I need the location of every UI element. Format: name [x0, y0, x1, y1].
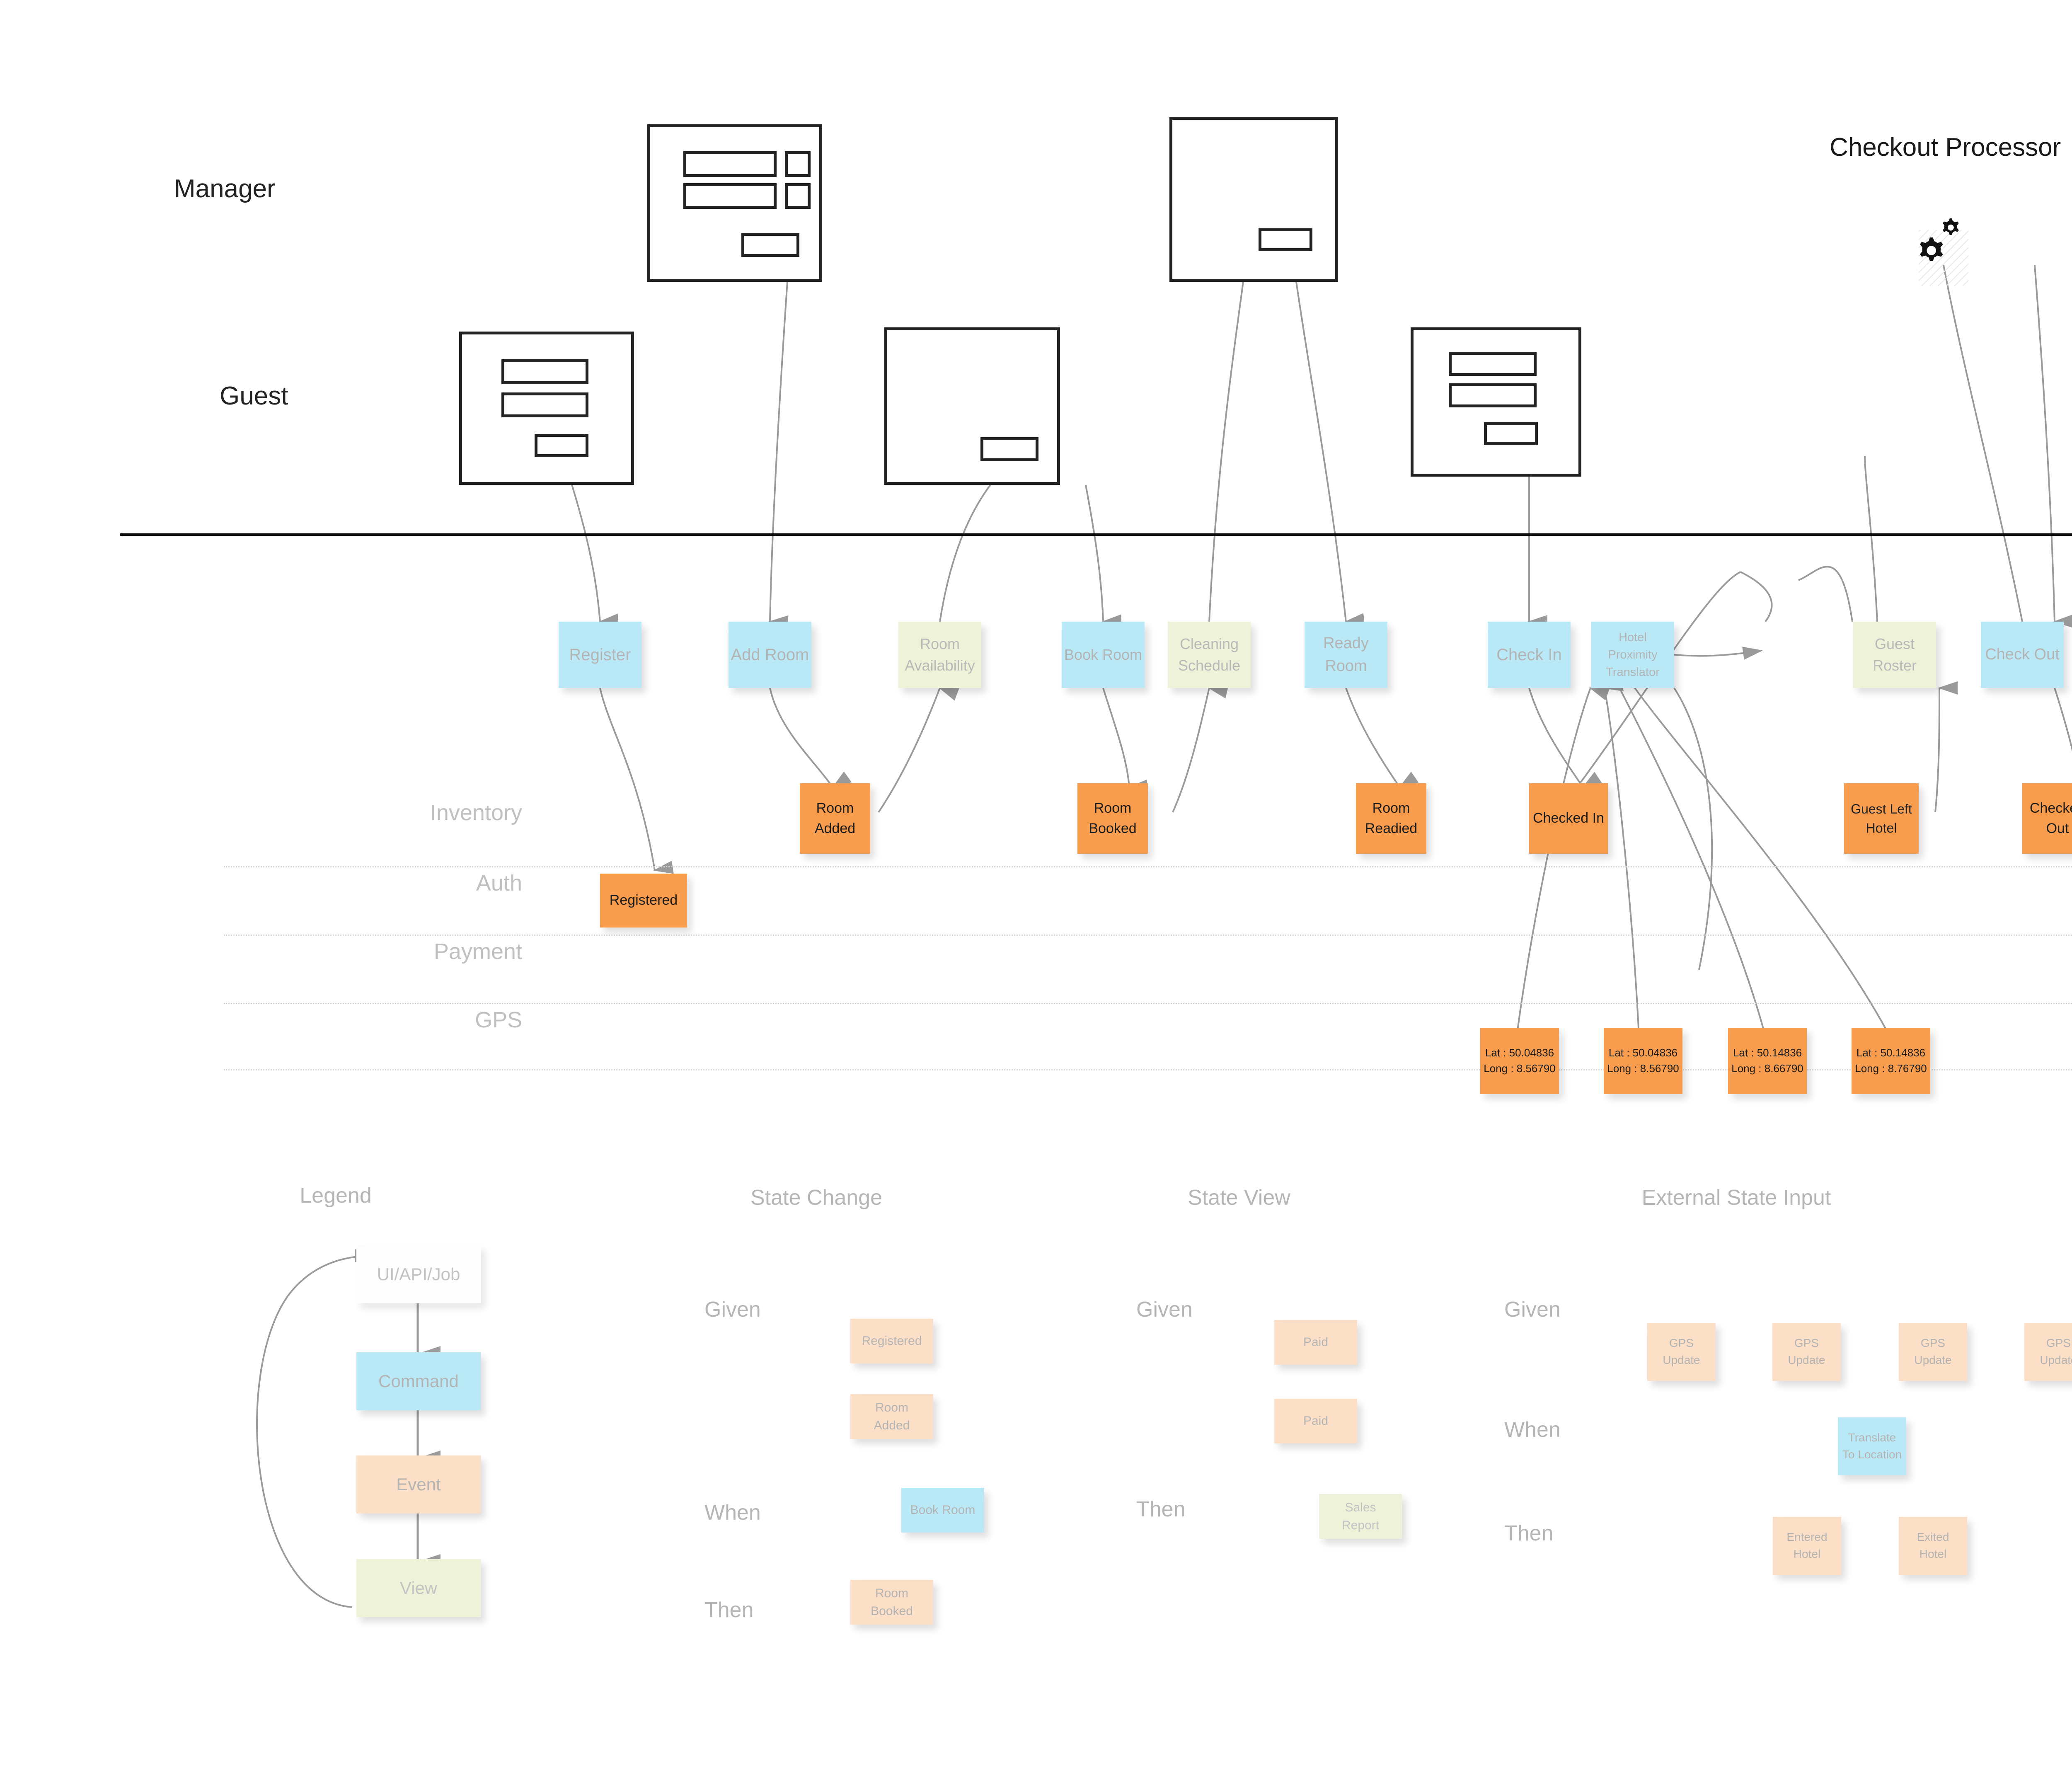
lane-label-gps: GPS: [474, 1007, 522, 1032]
wf-submit-button: [535, 434, 588, 457]
lane-divider-bottom: [224, 1069, 2072, 1070]
card-register[interactable]: Register: [559, 622, 641, 688]
gherkin-given-external-input: Given: [1504, 1298, 1561, 1322]
chip-paid-2[interactable]: Paid: [1274, 1399, 1357, 1443]
wf-input-field: [1449, 352, 1537, 376]
lane-divider-auth: [224, 866, 2072, 867]
legend-item-ui-api-job[interactable]: UI/API/Job: [356, 1245, 481, 1303]
checkout-processor-gears: [1919, 218, 1968, 286]
wf-submit-button: [741, 233, 799, 257]
wf-input-field: [683, 183, 777, 209]
section-title-external-state-input: External State Input: [1641, 1186, 1831, 1210]
chip-registered[interactable]: Registered: [850, 1319, 933, 1363]
lane-label-auth: Auth: [476, 871, 522, 896]
chip-paid-1[interactable]: Paid: [1274, 1320, 1357, 1365]
legend-item-event[interactable]: Event: [356, 1455, 481, 1513]
card-check-in[interactable]: Check In: [1488, 622, 1571, 688]
gherkin-given-state-change: Given: [704, 1298, 761, 1322]
wireframe-manager-cleaning-checklist-screen[interactable]: [1169, 117, 1338, 282]
gherkin-when-external-input: When: [1504, 1418, 1561, 1442]
wf-submit-button: [1259, 228, 1312, 251]
wf-submit-button: [980, 437, 1038, 461]
wf-small-field: [785, 151, 811, 177]
chip-book-room[interactable]: Book Room: [901, 1488, 984, 1533]
gherkin-then-state-change: Then: [704, 1598, 754, 1622]
event-checked-out[interactable]: CheckedOut: [2022, 783, 2072, 854]
legend-item-view[interactable]: View: [356, 1559, 481, 1617]
section-title-state-view: State View: [1188, 1186, 1290, 1210]
lane-divider-gps: [224, 1003, 2072, 1004]
gherkin-given-state-view: Given: [1136, 1298, 1193, 1322]
legend-loop-arrow: [256, 1249, 375, 1608]
wireframe-guest-calendar-screen[interactable]: [884, 327, 1060, 485]
gherkin-then-external-input: Then: [1504, 1521, 1554, 1545]
card-check-out[interactable]: Check Out: [1981, 622, 2064, 688]
wireframe-guest-register-screen[interactable]: [459, 332, 634, 485]
wireframe-manager-add-room-screen[interactable]: [647, 124, 822, 282]
legend-title: Legend: [300, 1184, 372, 1208]
actor-label-manager: Manager: [174, 174, 276, 203]
actor-label-guest: Guest: [220, 382, 288, 410]
lane-divider-payment: [224, 935, 2072, 936]
gherkin-then-state-view: Then: [1136, 1497, 1186, 1521]
card-add-room[interactable]: Add Room: [729, 622, 811, 688]
lane-label-inventory: Inventory: [430, 800, 522, 825]
legend-item-command[interactable]: Command: [356, 1352, 481, 1410]
wireframe-guest-checkin-screen[interactable]: [1411, 327, 1581, 477]
wf-small-field: [785, 183, 811, 209]
gherkin-when-state-change: When: [704, 1501, 761, 1525]
event-registered[interactable]: Registered: [600, 874, 687, 927]
card-book-room[interactable]: Book Room: [1062, 622, 1145, 688]
wf-input-field: [501, 392, 588, 417]
wf-input-field: [501, 359, 588, 384]
wf-input-field: [683, 151, 777, 177]
processor-label-checkout: Checkout Processor: [1830, 133, 2061, 162]
event-checked-in[interactable]: Checked In: [1529, 783, 1608, 854]
wf-input-field: [1449, 383, 1537, 407]
wf-submit-button: [1484, 422, 1538, 445]
section-title-state-change: State Change: [750, 1186, 883, 1210]
lane-label-payment: Payment: [433, 939, 522, 964]
